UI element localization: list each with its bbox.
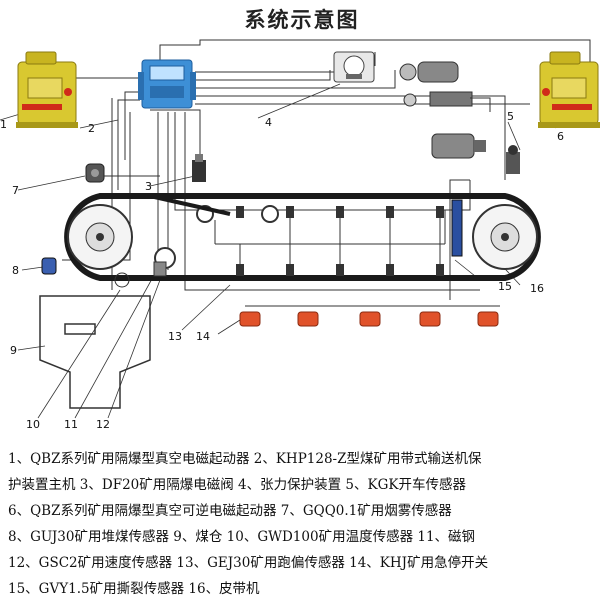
tension-protection-device	[333, 51, 375, 83]
legend: 1、QBZ系列矿用隔爆型真空电磁起动器 2、KHP128-Z型煤矿用带式输送机保…	[8, 446, 598, 602]
vacuum-starter-left	[16, 51, 78, 128]
callout-1: 1	[0, 118, 7, 131]
callout-6: 6	[557, 130, 564, 143]
coal-bunker	[39, 295, 151, 409]
legend-line-5: 12、GSC2矿用速度传感器 13、GEJ30矿用跑偏传感器 14、KHJ矿用急…	[8, 555, 489, 571]
coal-pile-sensor	[41, 257, 57, 275]
callout-15: 15	[498, 280, 512, 293]
tear-sensor	[451, 199, 463, 257]
callout-numbers: 1 2 3 4 5 6 7 8 9 10 11 12 13 14 15 16	[0, 110, 564, 431]
callout-11: 11	[64, 418, 78, 431]
deviation-sensors	[236, 206, 444, 276]
legend-line-6: 15、GVY1.5矿用撕裂传感器 16、皮带机	[8, 581, 260, 597]
callout-16: 16	[530, 282, 544, 295]
belt-conveyor	[64, 193, 541, 281]
callout-9: 9	[10, 344, 17, 357]
start-sensor	[506, 145, 520, 174]
callout-8: 8	[12, 264, 19, 277]
callout-14: 14	[196, 330, 210, 343]
callout-3: 3	[145, 180, 152, 193]
drive-motor	[399, 61, 491, 112]
page-title: 系统示意图	[244, 8, 360, 32]
callout-10: 10	[26, 418, 40, 431]
protection-host	[138, 59, 196, 109]
legend-line-4: 8、GUJ30矿用堆煤传感器 9、煤仓 10、GWD100矿用温度传感器 11、…	[8, 529, 476, 545]
legend-line-1: 1、QBZ系列矿用隔爆型真空电磁起动器 2、KHP128-Z型煤矿用带式输送机保	[8, 451, 482, 467]
callout-13: 13	[168, 330, 182, 343]
emergency-stop-switches	[239, 311, 499, 327]
wiring	[62, 39, 591, 307]
solenoid-valve	[192, 154, 206, 182]
legend-line-2: 护装置主机 3、DF20矿用隔爆电磁阀 4、张力保护装置 5、KGK开车传感器	[8, 477, 466, 493]
callout-7: 7	[12, 184, 19, 197]
second-motor	[431, 133, 486, 159]
legend-line-3: 6、QBZ系列矿用隔爆型真空可逆电磁起动器 7、GQQ0.1矿用烟雾传感器	[8, 503, 452, 519]
callout-4: 4	[265, 116, 272, 129]
callout-12: 12	[96, 418, 110, 431]
speed-and-temp-sensors	[114, 261, 167, 288]
system-diagram: 1 2 3 4 5 6 7 8 9 10 11 12 13 14 15 16	[0, 39, 600, 431]
callout-5: 5	[507, 110, 514, 123]
callout-2: 2	[88, 122, 95, 135]
reversible-starter-right	[538, 51, 600, 128]
smoke-sensor	[85, 163, 105, 183]
